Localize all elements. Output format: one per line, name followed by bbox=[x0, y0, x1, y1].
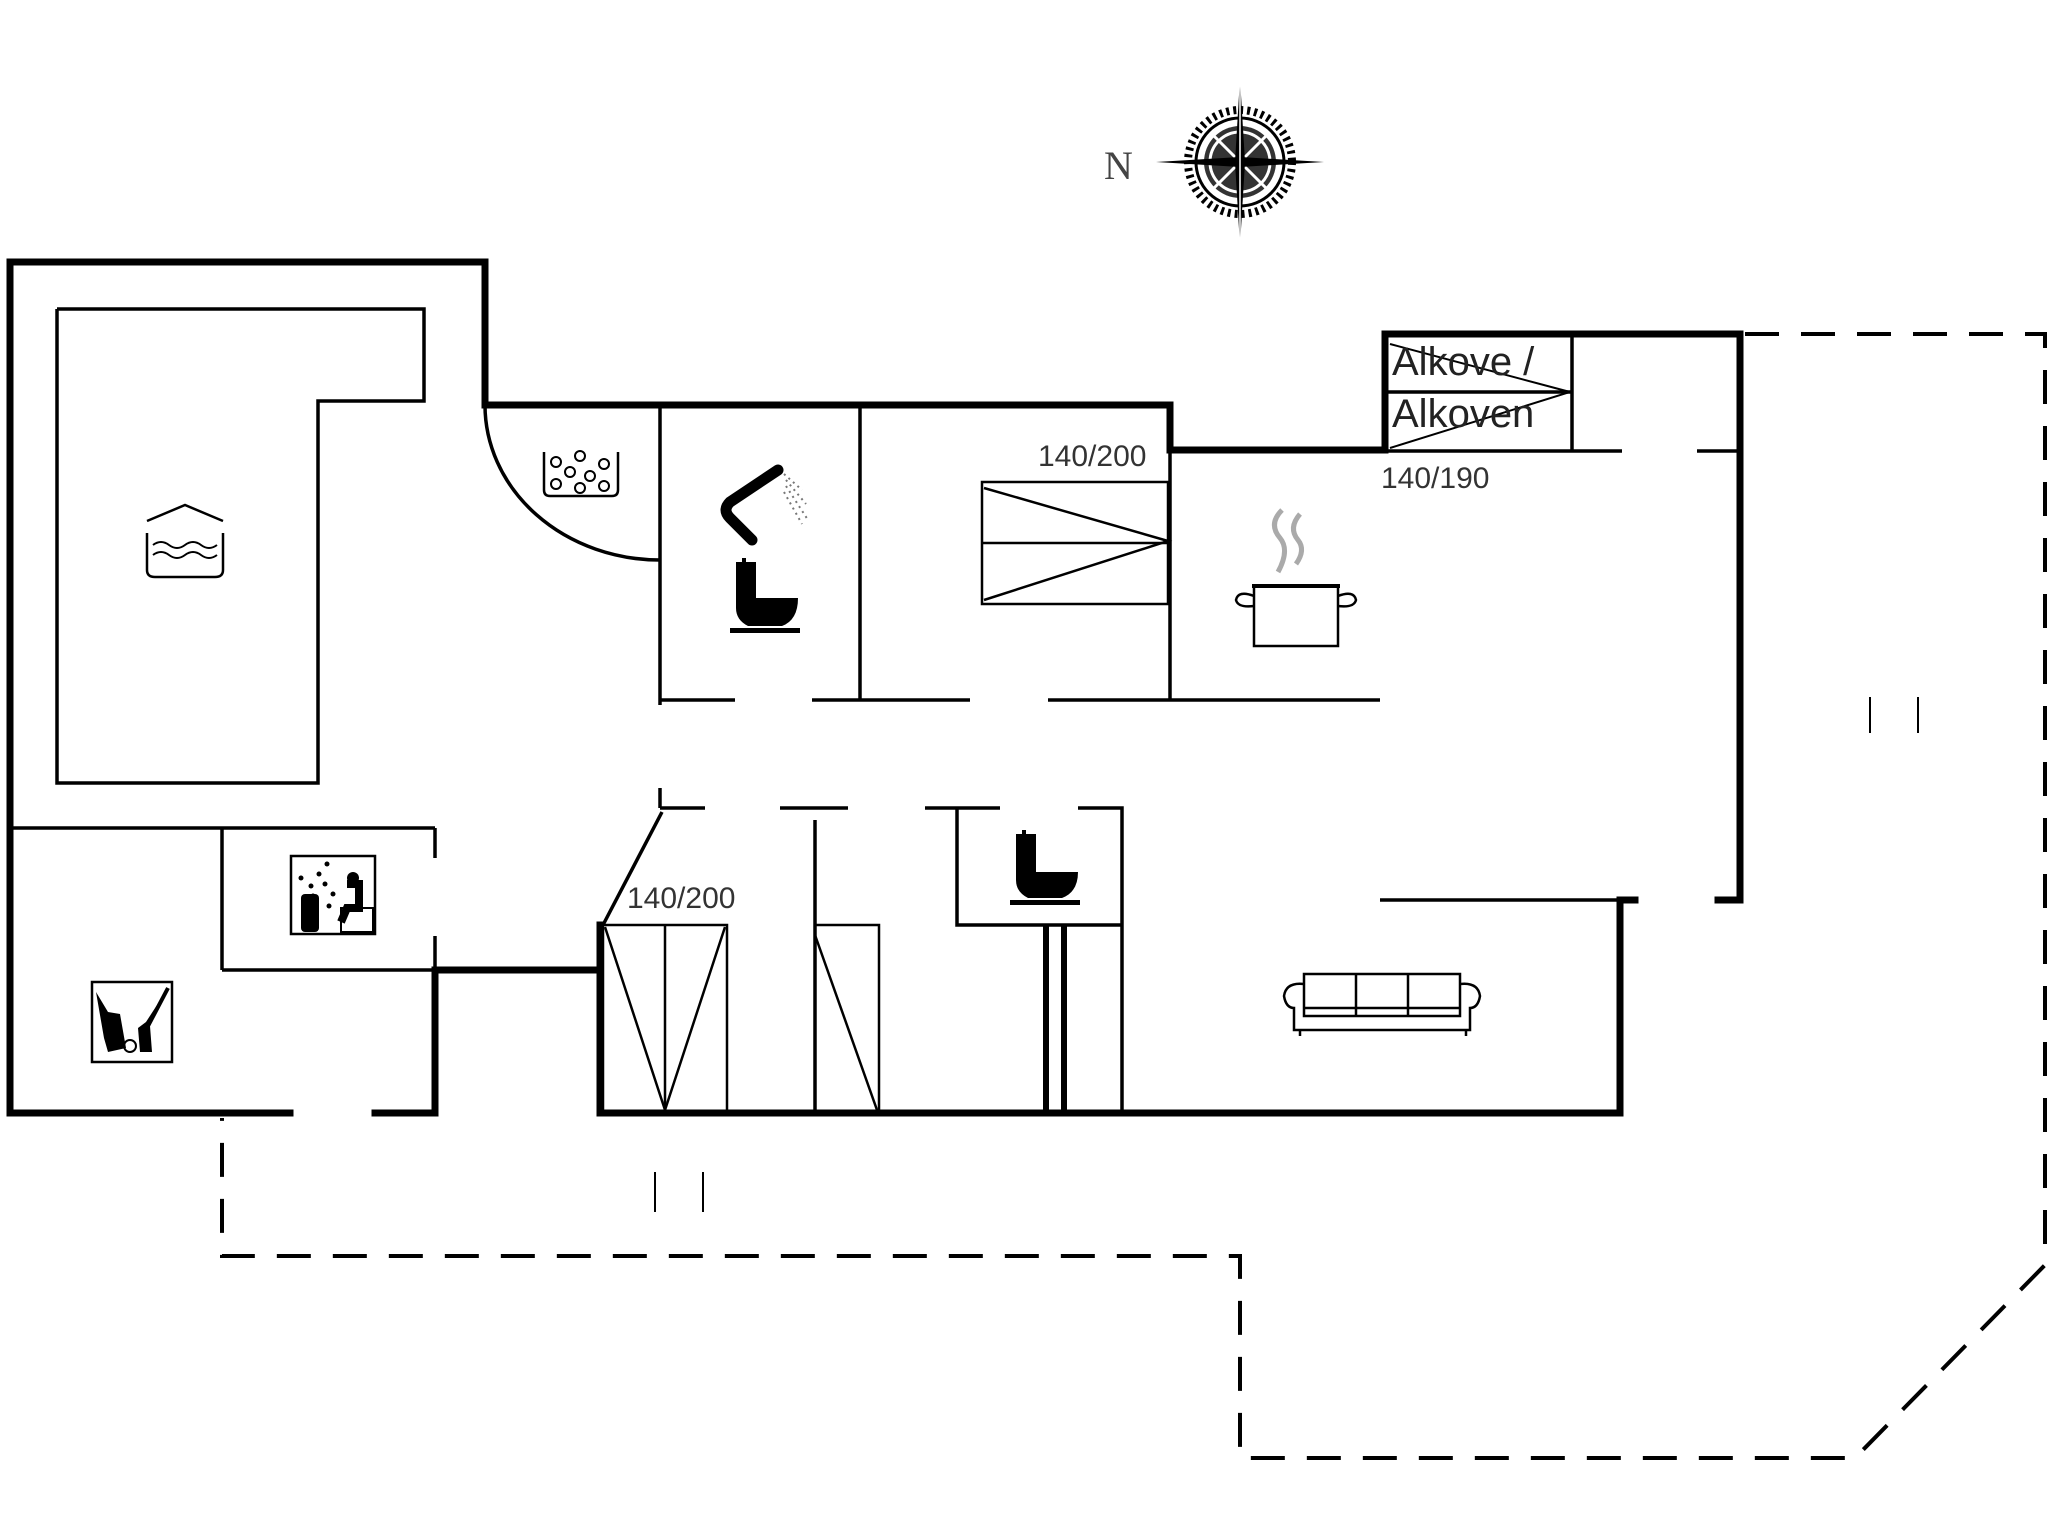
toilet-icon-2 bbox=[1010, 830, 1080, 905]
whirlpool-spa-icon bbox=[542, 450, 620, 498]
washing-utility-icon bbox=[90, 980, 174, 1064]
toilet-2 bbox=[955, 808, 1122, 1113]
bed-size-bedroom-2: 140/200 bbox=[627, 882, 736, 915]
bed-bedroom-2 bbox=[601, 923, 729, 1115]
terrace-markers bbox=[654, 697, 1919, 1212]
bed-size-bedroom-1: 140/200 bbox=[1038, 440, 1147, 473]
sauna-icon bbox=[289, 854, 377, 936]
bed-size-alcove: 140/190 bbox=[1381, 462, 1490, 495]
compass-rose-icon bbox=[1156, 78, 1324, 246]
toilet-icon bbox=[730, 558, 800, 633]
exterior-walls bbox=[6, 258, 1744, 1117]
shower-icon bbox=[720, 464, 809, 546]
sauna-utility-walls bbox=[10, 826, 437, 972]
sofa-icon bbox=[1282, 972, 1482, 1036]
bed-bedroom-3 bbox=[813, 923, 881, 1115]
terrace-east bbox=[220, 332, 2047, 1460]
indoor-pool bbox=[55, 307, 426, 785]
indoor-pool-icon bbox=[145, 503, 225, 579]
spa-room bbox=[483, 404, 662, 705]
alcove-label-line2: Alkoven bbox=[1392, 392, 1535, 436]
alcove-label-line1: Alkove / bbox=[1392, 340, 1535, 384]
north-label: N bbox=[1104, 143, 1133, 188]
alcove bbox=[1385, 334, 1740, 453]
cooking-pot-icon bbox=[1234, 508, 1358, 648]
bed-bedroom-1 bbox=[980, 480, 1173, 606]
